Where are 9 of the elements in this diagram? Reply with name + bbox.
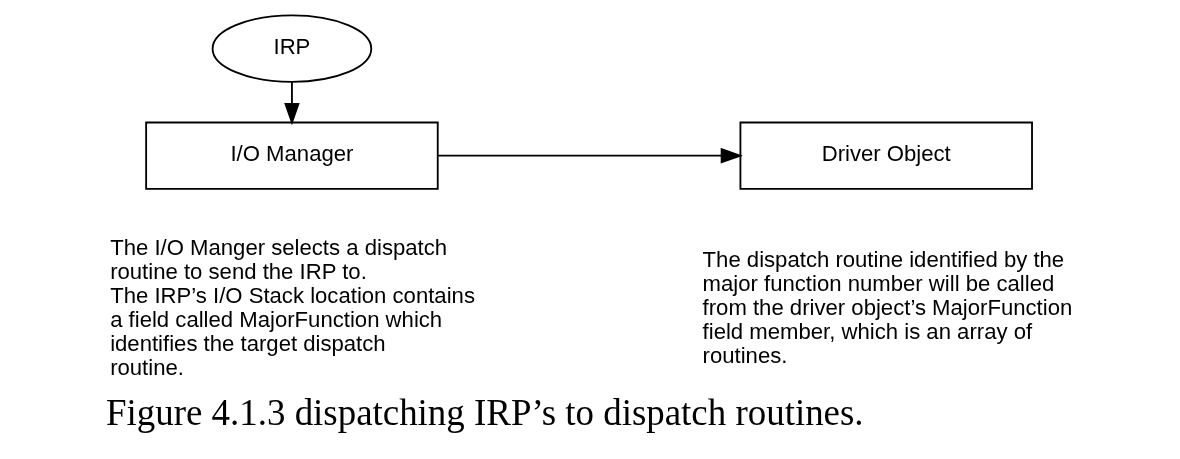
node-box: Driver Object bbox=[739, 121, 1033, 190]
node-label: The dispatch routine identified by the major function number will be called from the driver object’s MajorFunction field member, which is an array of routines. bbox=[702, 246, 1073, 368]
node-box: I/O Manager bbox=[145, 121, 439, 190]
node-label: The IRP’s I/O Stack location contains a field called MajorFunction which identifies the target dispatch routine. bbox=[110, 282, 475, 380]
node-label: The I/O Manger selects a dispatch routine to send the IRP to. bbox=[110, 234, 448, 284]
node-ellipse: IRP bbox=[211, 14, 373, 83]
caption: Figure 4.1.3 dispatching IRP’s to dispatch routines. bbox=[106, 392, 864, 434]
arrow bbox=[284, 81, 300, 126]
arrow bbox=[437, 147, 743, 164]
